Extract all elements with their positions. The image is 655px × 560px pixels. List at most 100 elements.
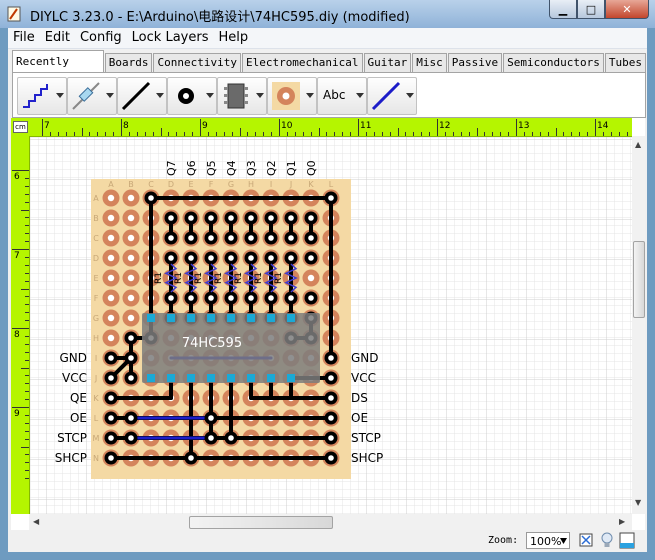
menu-lock-layers[interactable]: Lock Layers [131,30,209,45]
fit-to-screen-icon[interactable] [578,532,594,549]
vertical-scrollbar[interactable]: ▲ ▼ [632,136,645,514]
resistor[interactable] [224,263,238,293]
ruler-label: 9 [14,409,20,419]
ic-pin [187,374,195,382]
tab-misc[interactable]: Misc [412,53,447,72]
tab-passive[interactable]: Passive [447,53,503,72]
ruler-tick [626,132,628,136]
chevron-down-icon [356,93,364,98]
maximize-button[interactable]: □ [577,0,605,19]
layer-icon[interactable] [619,532,635,549]
ruler-tick [373,132,375,136]
ruler-tick [555,128,557,136]
horizontal-scrollbar[interactable]: ◀ ▶ [29,514,632,530]
wire-end-hole [188,255,194,261]
menu-edit[interactable]: Edit [44,30,70,45]
tool-pad[interactable] [167,77,217,115]
resistor[interactable] [244,263,258,293]
tool-hookup-wire[interactable] [117,77,167,115]
ruler-tick [89,132,91,136]
ruler-tick [25,383,29,385]
ruler-tick [25,454,29,456]
vertical-scroll-thumb[interactable] [633,241,645,318]
wire-end-hole [228,235,234,241]
tool-resistor[interactable] [67,77,117,115]
ruler-tick [144,132,146,136]
ic-pin [267,374,275,382]
zoom-select[interactable]: 100% [526,532,570,549]
ruler-tick [516,119,517,136]
pad-hole [127,234,135,242]
wire-end-hole [268,215,274,221]
unit-label: cm [13,121,28,133]
ruler-tick [42,119,43,136]
ruler-tick [207,132,209,136]
ic-pin [167,374,175,382]
ruler-tick [334,132,336,136]
ruler-tick [113,132,115,136]
wire-end-hole [108,375,114,381]
ic-pin [267,314,275,322]
column-letter: I [270,180,272,189]
ic-chip[interactable] [142,313,320,383]
pin-label-top: Q0 [305,160,318,176]
ruler-tick [452,132,454,136]
tool-eyelet[interactable] [267,77,317,115]
scroll-up-icon[interactable]: ▲ [635,140,642,149]
bulb-icon[interactable] [599,532,615,549]
tool-ic-dip[interactable] [217,77,267,115]
tab-recently-used[interactable]: Recently Used [12,50,104,89]
scroll-left-icon[interactable]: ◀ [33,517,40,526]
ruler-tick [255,132,257,136]
resistor[interactable] [264,263,278,293]
scroll-down-icon[interactable]: ▼ [635,498,642,507]
tab-connectivity[interactable]: Connectivity [153,53,241,72]
wire-end-hole [108,435,114,441]
ruler-tick [25,470,29,472]
horizontal-scroll-thumb[interactable] [189,516,333,529]
row-letter: J [94,374,97,383]
pad-hole [107,254,115,262]
row-letter: C [93,234,99,243]
resistor[interactable] [164,263,178,293]
chevron-down-icon [256,93,264,98]
ruler-unit-toggle[interactable]: cm [11,118,30,137]
ruler-tick [21,367,29,369]
pad-hole [127,194,135,202]
resistor[interactable] [184,263,198,293]
ruler-tick [12,170,29,171]
window-title: DIYLC 3.23.0 - E:\Arduino\电路设计\74HC595.d… [30,10,410,25]
pad-hole [107,194,115,202]
close-button[interactable]: ✕ [605,0,649,19]
ruler-label: 8 [14,330,20,340]
tab-guitar[interactable]: Guitar [363,53,412,72]
tool-trace[interactable] [367,77,417,115]
row-letter: D [93,254,99,263]
ruler-tick [547,132,549,136]
scroll-right-icon[interactable]: ▶ [619,517,626,526]
tab-electromechanical[interactable]: Electromechanical [241,53,363,72]
menu-config[interactable]: Config [79,30,122,45]
ruler-label: 7 [44,121,50,131]
resistor[interactable] [204,263,218,293]
tab-boards[interactable]: Boards [104,53,153,72]
tool-label[interactable]: Abc [317,77,367,115]
resistor-label: R1 [154,272,164,284]
menu-file[interactable]: File [13,30,35,45]
tab-tubes[interactable]: Tubes [604,53,646,72]
pad-hole [127,314,135,322]
ruler-tick [57,132,59,136]
wire-end-hole [208,235,214,241]
ic-pin [187,314,195,322]
tool-jumper[interactable] [17,77,67,115]
wire-end-hole [228,215,234,221]
tab-semiconductors[interactable]: Semiconductors [503,53,604,72]
ruler-tick [239,128,241,136]
pad-icon [178,88,194,104]
ic-pin [167,314,175,322]
minimize-button[interactable]: ▁ [549,0,577,19]
resistor[interactable] [284,263,298,293]
menu-help[interactable]: Help [218,30,249,45]
